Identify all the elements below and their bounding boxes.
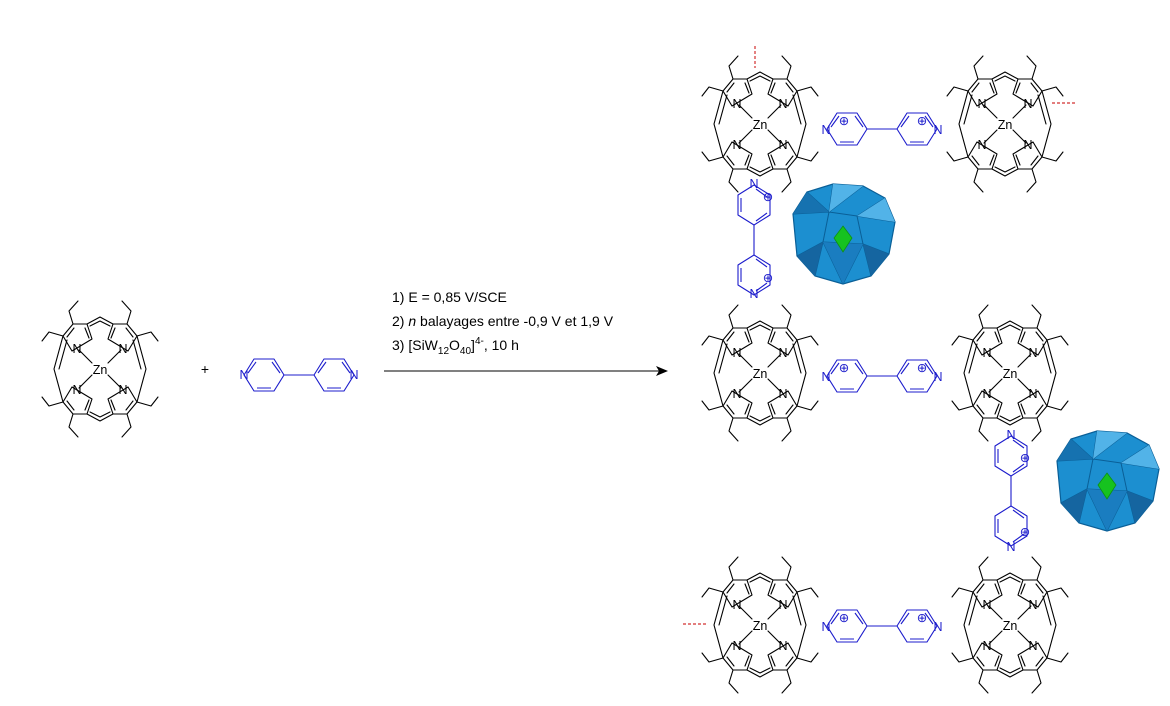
svg-text:⊕: ⊕ [839,361,849,375]
svg-text:⊕: ⊕ [1020,451,1030,465]
porphyrin-top-left [701,55,819,193]
condition-3: 3) [SiW12O40]4-, 10 h [392,336,519,357]
svg-text:N: N [933,370,942,384]
svg-text:⊕: ⊕ [839,611,849,625]
viologen-linker-top: N ⊕ N ⊕ [821,112,943,146]
svg-text:⊕: ⊕ [917,361,927,375]
condition-1: 1) E = 0,85 V/SCE [392,289,507,305]
polymer-product: N ⊕ N ⊕ N ⊕ N ⊕ N ⊕ N ⊕ N ⊕ N ⊕ [683,46,1160,694]
svg-text:N: N [749,287,758,301]
svg-text:⊕: ⊕ [763,271,773,285]
svg-text:N: N [239,368,248,382]
svg-text:⊕: ⊕ [1020,525,1030,539]
plus-sign: + [201,361,209,377]
svg-text:N: N [749,177,758,191]
svg-text:⊕: ⊕ [763,190,773,204]
porphyrin-middle-right [951,304,1069,442]
reaction-arrow [384,366,668,376]
bipyridine-reactant: N N [239,358,359,392]
porphyrin-top-right [946,55,1064,193]
svg-text:⊕: ⊕ [839,114,849,128]
reaction-conditions: 1) E = 0,85 V/SCE 2) n balayages entre -… [392,289,614,357]
svg-text:N: N [933,123,942,137]
zinc-porphyrin-reactant [41,300,159,438]
svg-text:N: N [349,368,358,382]
viologen-linker-bottom: N ⊕ N ⊕ [821,609,943,643]
svg-text:N: N [1006,428,1015,442]
svg-text:⊕: ⊕ [917,114,927,128]
viologen-linker-right: N ⊕ N ⊕ [994,428,1030,554]
polyoxometalate-anion-upper [792,183,896,285]
svg-text:N: N [821,123,830,137]
porphyrin-middle-left [701,304,819,442]
svg-text:N: N [1006,540,1015,554]
porphyrin-bottom-left [701,556,819,694]
svg-text:⊕: ⊕ [917,611,927,625]
condition-2: 2) n balayages entre -0,9 V et 1,9 V [392,313,614,329]
polymer-continuation-marks [683,46,1076,625]
polyoxometalate-anion-lower [1056,430,1160,532]
porphyrin-bottom-right [951,556,1069,694]
viologen-linker-left: N ⊕ N ⊕ [737,177,773,301]
viologen-linker-middle: N ⊕ N ⊕ [821,359,943,393]
svg-text:N: N [933,620,942,634]
svg-text:N: N [821,620,830,634]
svg-text:N: N [821,370,830,384]
